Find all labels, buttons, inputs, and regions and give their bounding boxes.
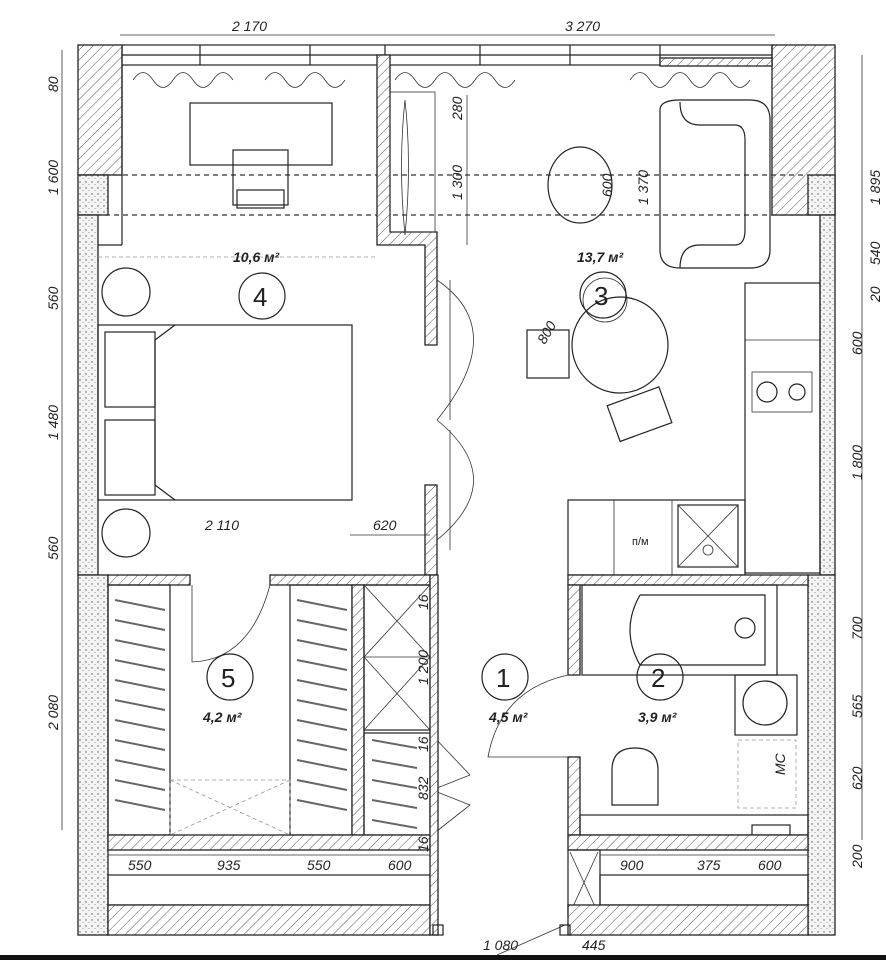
dim-entrance: 1 080 bbox=[483, 937, 518, 953]
dim-left: 560 bbox=[45, 536, 61, 560]
dim-bottom: 600 bbox=[388, 857, 412, 873]
dim-bottom: 900 bbox=[620, 857, 644, 873]
room-marker-4: 4 10,6 м² bbox=[233, 249, 286, 320]
partition-wall bbox=[376, 54, 438, 346]
dim-interior: 800 bbox=[534, 318, 560, 346]
nightstand bbox=[101, 508, 151, 558]
dim-interior: 16 bbox=[415, 736, 431, 752]
dim-left: 1 600 bbox=[45, 160, 61, 195]
dim-right: 540 bbox=[867, 241, 883, 265]
washer-label: п/м bbox=[632, 536, 649, 548]
wardrobe-room bbox=[107, 574, 471, 936]
dim-left: 2 080 bbox=[45, 695, 61, 731]
desk-chair bbox=[232, 149, 289, 206]
svg-text:5: 5 bbox=[221, 663, 235, 693]
dim-top: 3 270 bbox=[565, 18, 600, 34]
dimension-lines bbox=[61, 34, 863, 856]
dim-interior: 1 300 bbox=[449, 165, 465, 200]
dim-right: 1 895 bbox=[867, 170, 883, 205]
curtains bbox=[132, 72, 751, 88]
dim-left: 1 480 bbox=[45, 405, 61, 440]
dim-left: 80 bbox=[45, 76, 61, 92]
svg-text:4,2 м²: 4,2 м² bbox=[202, 709, 242, 725]
dim-interior: 600 bbox=[599, 173, 615, 197]
dim-right: 700 bbox=[849, 616, 865, 640]
dim-bottom: 600 bbox=[758, 857, 782, 873]
room-marker-5: 5 4,2 м² bbox=[202, 653, 254, 725]
stove-burner bbox=[788, 383, 806, 401]
dining-chair bbox=[606, 386, 673, 443]
kitchen: п/м bbox=[567, 282, 821, 576]
bathtub bbox=[581, 584, 778, 676]
svg-text:4: 4 bbox=[253, 282, 267, 312]
sofa bbox=[659, 99, 771, 269]
dim-interior: 620 bbox=[373, 517, 397, 533]
dim-right: 200 bbox=[849, 844, 865, 869]
dim-bottom: 550 bbox=[307, 857, 331, 873]
svg-text:2: 2 bbox=[651, 663, 665, 693]
svg-text:3,9 м²: 3,9 м² bbox=[638, 709, 677, 725]
dim-right: 20 bbox=[867, 286, 883, 303]
dim-right: 620 bbox=[849, 766, 865, 790]
cabinet-label: МС bbox=[772, 752, 788, 775]
dim-bottom: 935 bbox=[217, 857, 241, 873]
dim-left: 560 bbox=[45, 286, 61, 310]
desk bbox=[189, 102, 333, 166]
dining-chair bbox=[526, 329, 570, 379]
dim-interior: 16 bbox=[415, 594, 431, 610]
exterior-walls bbox=[77, 44, 836, 936]
stove-burner bbox=[756, 381, 778, 403]
toilet bbox=[611, 747, 659, 806]
washbasin bbox=[742, 680, 788, 726]
dim-interior: 16 bbox=[415, 836, 431, 852]
dim-interior: 2 110 bbox=[204, 517, 239, 533]
dim-bottom: 375 bbox=[697, 857, 721, 873]
dim-interior: 832 bbox=[415, 776, 431, 800]
kitchen-sink bbox=[677, 504, 739, 568]
coffee-table bbox=[547, 146, 613, 224]
wardrobe-tv-unit bbox=[389, 91, 436, 233]
svg-text:3: 3 bbox=[594, 281, 608, 311]
dim-bottom: 550 bbox=[128, 857, 152, 873]
washing-machine bbox=[737, 739, 797, 809]
bottom-edge-bar bbox=[0, 955, 886, 960]
dim-right: 565 bbox=[849, 694, 865, 718]
svg-text:4,5 м²: 4,5 м² bbox=[488, 709, 528, 725]
dim-right: 1 800 bbox=[849, 445, 865, 480]
dim-right: 600 bbox=[849, 331, 865, 355]
dim-top: 2 170 bbox=[231, 18, 267, 34]
room-marker-3: 3 13,7 м² bbox=[577, 249, 627, 319]
dim-entrance: 445 bbox=[582, 937, 606, 953]
nightstand bbox=[101, 267, 151, 317]
svg-text:10,6 м²: 10,6 м² bbox=[233, 249, 279, 265]
bed bbox=[97, 324, 353, 501]
dim-interior: 280 bbox=[449, 96, 465, 121]
room-marker-1: 1 4,5 м² bbox=[481, 653, 529, 725]
room-marker-2: 2 3,9 м² bbox=[636, 653, 684, 725]
dining-table bbox=[571, 296, 669, 394]
svg-text:13,7 м²: 13,7 м² bbox=[577, 249, 623, 265]
dim-interior: 1 370 bbox=[635, 170, 651, 205]
bathroom: МС bbox=[487, 574, 809, 936]
svg-text:1: 1 bbox=[496, 663, 510, 693]
dim-interior: 1 200 bbox=[415, 650, 431, 685]
